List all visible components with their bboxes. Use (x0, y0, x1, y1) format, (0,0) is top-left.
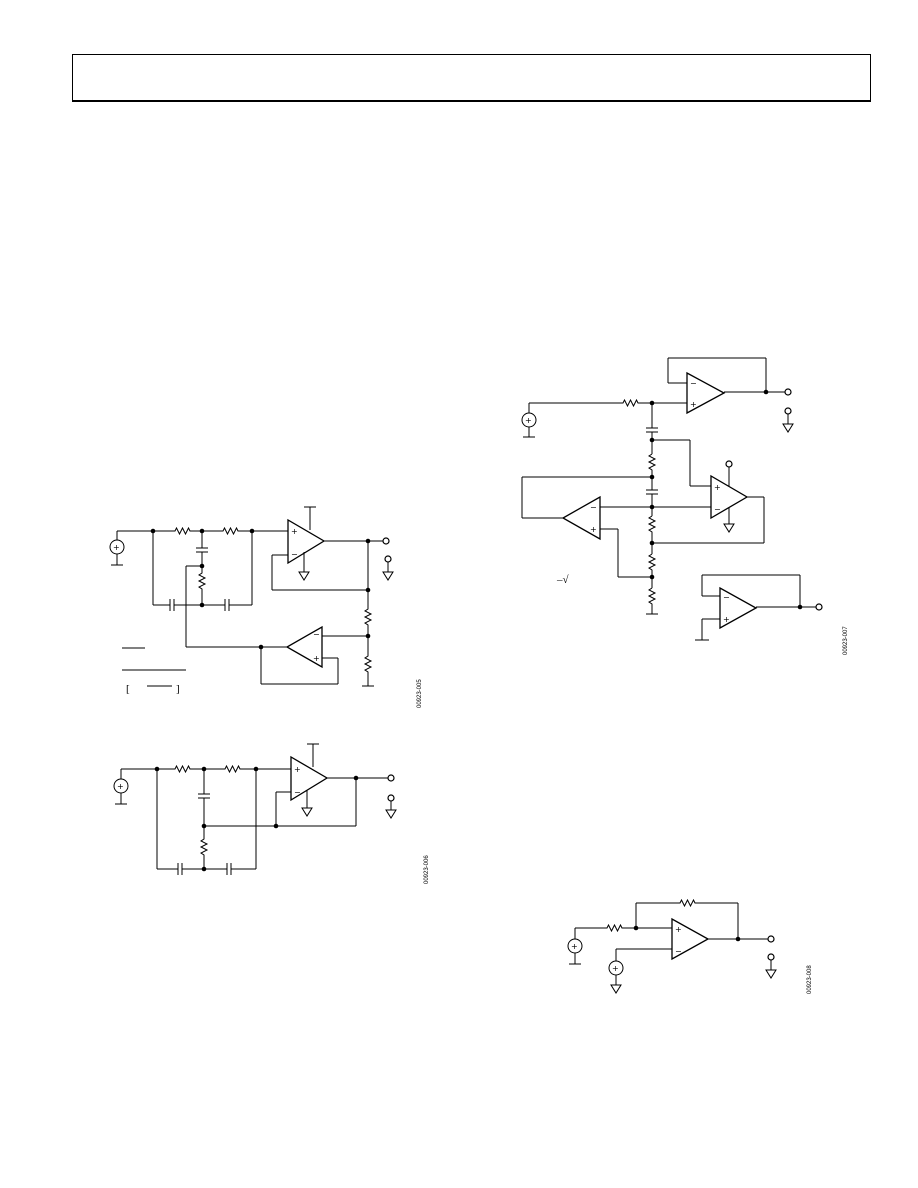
ground-icon (765, 969, 777, 979)
ground-icon (382, 571, 394, 581)
resistor-icon (619, 399, 642, 407)
resistor-icon (649, 554, 655, 588)
output-terminal (785, 389, 791, 395)
resistor-icon (649, 516, 655, 554)
inv-input-sign: − (291, 550, 298, 559)
figure-twin-t-notch-adjustable-q: + + − (110, 507, 423, 708)
source-sign: + (525, 416, 532, 425)
ground-terminal (768, 954, 774, 960)
ground-icon (723, 523, 735, 533)
bracket-open: [ (126, 683, 130, 695)
noninv-input-sign: + (294, 765, 301, 774)
resistor-icon (676, 899, 699, 907)
resistor-icon (365, 636, 371, 686)
voltage-source-icon (522, 403, 620, 437)
resistor-icon (201, 826, 207, 869)
ground-icon (385, 809, 397, 819)
noninv-input-sign: + (690, 400, 697, 409)
op-amp-icon (720, 588, 756, 628)
inv-input-sign: − (675, 947, 682, 956)
noninv-input-sign: + (291, 527, 298, 536)
figure-code: 00923-005 (417, 679, 423, 708)
output-terminal (388, 775, 394, 781)
noninv-input-sign: + (590, 525, 597, 534)
supply-terminal (726, 461, 732, 467)
ground-terminal (388, 795, 394, 801)
noninv-input-sign: + (714, 483, 721, 492)
inv-input-sign: − (294, 788, 301, 797)
ground-icon (298, 571, 310, 581)
ground-icon (610, 984, 622, 994)
noninv-input-sign: + (675, 925, 682, 934)
inv-input-sign: − (590, 503, 597, 512)
output-terminal (768, 936, 774, 942)
noninv-input-sign: + (723, 615, 730, 624)
ground-icon (782, 423, 794, 433)
figure-summing-amplifier: + + + − 00923-008 (568, 899, 813, 994)
op-amp-icon (672, 919, 708, 959)
op-amp-icon (687, 373, 724, 413)
ground-icon (301, 807, 313, 817)
op-amp-icon (711, 476, 747, 518)
output-terminal (816, 604, 822, 610)
sqrt-fragment: –√ (556, 574, 570, 586)
page-header-box (72, 54, 871, 102)
op-amp-icon (291, 757, 327, 800)
voltage-source-icon (568, 928, 604, 964)
figure-gic-notch: + − + (522, 358, 849, 655)
ground-terminal (785, 408, 791, 414)
resistor-icon (171, 765, 194, 773)
inv-input-sign: − (714, 505, 721, 514)
bracket-close: ] (176, 683, 180, 695)
resistor-icon (649, 588, 655, 614)
output-terminal (383, 538, 389, 544)
source-sign: + (117, 782, 124, 791)
figure-twin-t-notch-feedback: + + − (114, 744, 430, 884)
figure-code: 00923-008 (807, 965, 813, 994)
resistor-icon (221, 765, 244, 773)
figure-code: 00923-007 (843, 626, 849, 655)
voltage-source-icon (114, 769, 157, 804)
inv-input-sign: − (313, 630, 320, 639)
op-amp-icon (563, 497, 600, 539)
inv-input-sign: − (690, 379, 697, 388)
source-sign: + (113, 543, 120, 552)
resistor-icon (219, 527, 242, 535)
voltage-source-icon (110, 531, 153, 565)
source-sign: + (571, 942, 578, 951)
resistor-icon (649, 454, 655, 477)
op-amp-icon (287, 627, 322, 667)
op-amp-icon (288, 520, 324, 563)
noninv-input-sign: + (313, 654, 320, 663)
voltage-source-icon (609, 949, 672, 994)
resistor-icon (365, 605, 371, 636)
inv-input-sign: − (723, 593, 730, 602)
source-sign: + (612, 964, 619, 973)
resistor-icon (603, 924, 626, 932)
figure-code: 00923-006 (424, 855, 430, 884)
resistor-icon (171, 527, 194, 535)
resistor-icon (199, 566, 205, 605)
ground-terminal (385, 556, 391, 562)
